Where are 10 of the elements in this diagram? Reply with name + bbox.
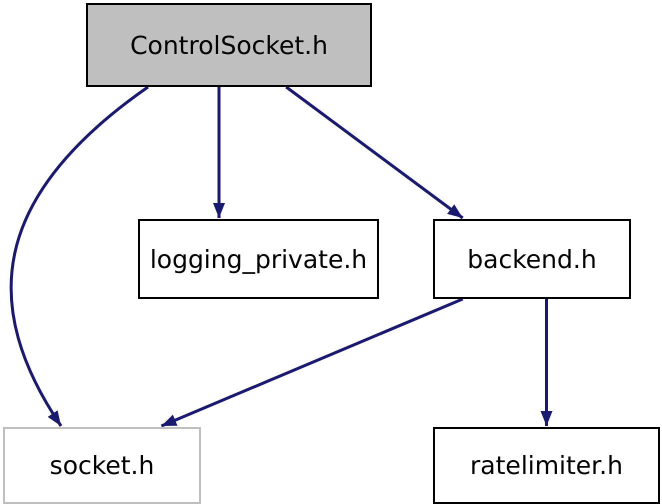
- file-box: ControlSocket.h: [86, 3, 372, 87]
- file-box: backend.h: [433, 219, 631, 299]
- file-box: socket.h: [3, 427, 201, 504]
- arrow: [160, 298, 464, 428]
- arrow: [10, 86, 149, 427]
- file-box: logging_private.h: [138, 219, 379, 299]
- arrow: [213, 87, 225, 218]
- file-box: ratelimiter.h: [433, 427, 660, 504]
- arrow: [285, 86, 464, 220]
- arrow: [540, 299, 552, 426]
